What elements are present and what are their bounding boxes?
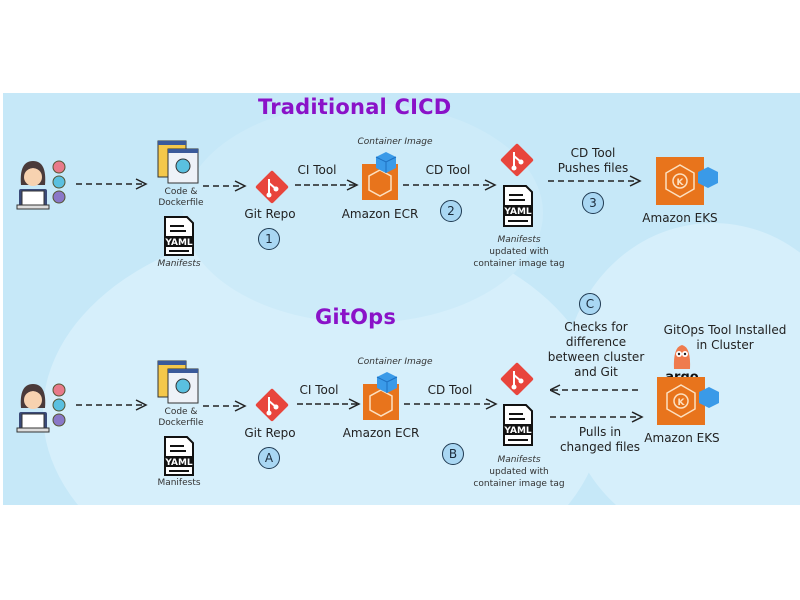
cloud-bg xyxy=(183,103,543,323)
svg-text:YAML: YAML xyxy=(164,238,193,248)
step-b-badge: B xyxy=(442,443,464,465)
container-image-label: Container Image xyxy=(357,137,433,147)
code-files-icon xyxy=(156,139,200,185)
git-icon xyxy=(500,143,534,177)
step-a-badge: A xyxy=(258,447,280,469)
developer-icon xyxy=(15,155,69,213)
ecr-label: Amazon ECR xyxy=(342,426,420,440)
ecr-label: Amazon ECR xyxy=(341,207,419,221)
svg-text:YAML: YAML xyxy=(503,426,532,436)
git-to-ecr-arrow xyxy=(295,179,359,191)
ecr-to-manifest-arrow xyxy=(403,179,497,191)
label-line: Pulls in xyxy=(578,425,622,439)
code-label-line: Code & xyxy=(164,407,198,417)
git-to-eks-pull-arrow xyxy=(550,411,644,423)
label-line: Manifests xyxy=(497,235,541,245)
manifests-label: Manifests xyxy=(157,478,201,488)
argo-mascot-icon xyxy=(671,343,693,371)
label-line: GitOps Tool Installed xyxy=(663,323,787,337)
code-label-line: Code & xyxy=(164,187,198,197)
code-files-icon xyxy=(156,359,200,405)
label-line: Checks for xyxy=(564,320,628,334)
gitops-title: GitOps xyxy=(315,305,397,329)
git-icon xyxy=(255,170,289,204)
code-to-git-arrow xyxy=(203,400,247,412)
label-line: changed files xyxy=(559,440,641,454)
code-label: Code & Dockerfile xyxy=(156,187,206,209)
label-line: updated with xyxy=(489,247,549,257)
git-repo-label: Git Repo xyxy=(244,207,296,221)
label-line: CD Tool xyxy=(570,146,616,160)
yaml-manifest-icon: YAML xyxy=(164,216,194,256)
step-c-badge: C xyxy=(579,293,601,315)
ecr-to-manifest-arrow xyxy=(404,398,498,410)
code-label-line: Dockerfile xyxy=(158,198,204,208)
ci-tool-label: CI Tool xyxy=(299,383,339,397)
gitops-tool-label: GitOps Tool Installed in Cluster xyxy=(660,323,790,353)
manifests-label: Manifests xyxy=(157,259,201,269)
step-1-badge: 1 xyxy=(258,228,280,250)
manifest-to-eks-arrow xyxy=(548,175,642,187)
traditional-cicd-title: Traditional CICD xyxy=(258,95,452,119)
eks-label: Amazon EKS xyxy=(642,211,718,225)
yaml-manifest-icon: YAML xyxy=(503,185,533,227)
yaml-manifest-icon: YAML xyxy=(164,436,194,476)
amazon-ecr-icon xyxy=(360,150,408,202)
svg-text:K: K xyxy=(678,398,686,408)
label-line: in Cluster xyxy=(696,338,754,352)
code-label-line: Dockerfile xyxy=(158,418,204,428)
cd-tool-label: CD Tool xyxy=(425,163,471,177)
git-to-ecr-arrow xyxy=(297,398,361,410)
container-image-label: Container Image xyxy=(357,357,433,367)
svg-text:YAML: YAML xyxy=(164,458,193,468)
step-2-badge: 2 xyxy=(440,200,462,222)
label-line: container image tag xyxy=(473,259,565,269)
label-line: Manifests xyxy=(497,455,541,465)
dev-to-code-arrow xyxy=(76,178,148,190)
code-label: Code & Dockerfile xyxy=(156,407,206,429)
checks-difference-label: Checks for difference between cluster an… xyxy=(545,320,647,380)
label-line: Pushes files xyxy=(557,161,629,175)
eks-label: Amazon EKS xyxy=(644,431,720,445)
manifests-updated-label: Manifests updated with container image t… xyxy=(466,454,572,490)
code-to-git-arrow xyxy=(203,180,247,192)
ci-tool-label: CI Tool xyxy=(297,163,337,177)
label-line: updated with xyxy=(489,467,549,477)
git-icon xyxy=(500,362,534,396)
yaml-manifest-icon: YAML xyxy=(503,404,533,446)
label-line: container image tag xyxy=(473,479,565,489)
label-line: and Git xyxy=(574,365,618,379)
dev-to-code-arrow xyxy=(76,399,148,411)
pulls-changes-label: Pulls in changed files xyxy=(555,425,645,455)
git-repo-label: Git Repo xyxy=(244,426,296,440)
cd-push-label: CD Tool Pushes files xyxy=(550,146,636,176)
amazon-ecr-icon xyxy=(361,370,409,422)
svg-text:YAML: YAML xyxy=(503,207,532,217)
developer-icon xyxy=(15,378,69,436)
git-icon xyxy=(255,388,289,422)
step-3-badge: 3 xyxy=(582,192,604,214)
amazon-eks-icon: K xyxy=(657,377,721,427)
label-line: difference xyxy=(565,335,627,349)
cd-tool-label: CD Tool xyxy=(427,383,473,397)
svg-text:K: K xyxy=(677,178,685,188)
eks-to-git-check-arrow xyxy=(550,384,640,396)
label-line: between cluster xyxy=(547,350,645,364)
amazon-eks-icon: K xyxy=(656,157,720,207)
manifests-updated-label: Manifests updated with container image t… xyxy=(466,234,572,270)
